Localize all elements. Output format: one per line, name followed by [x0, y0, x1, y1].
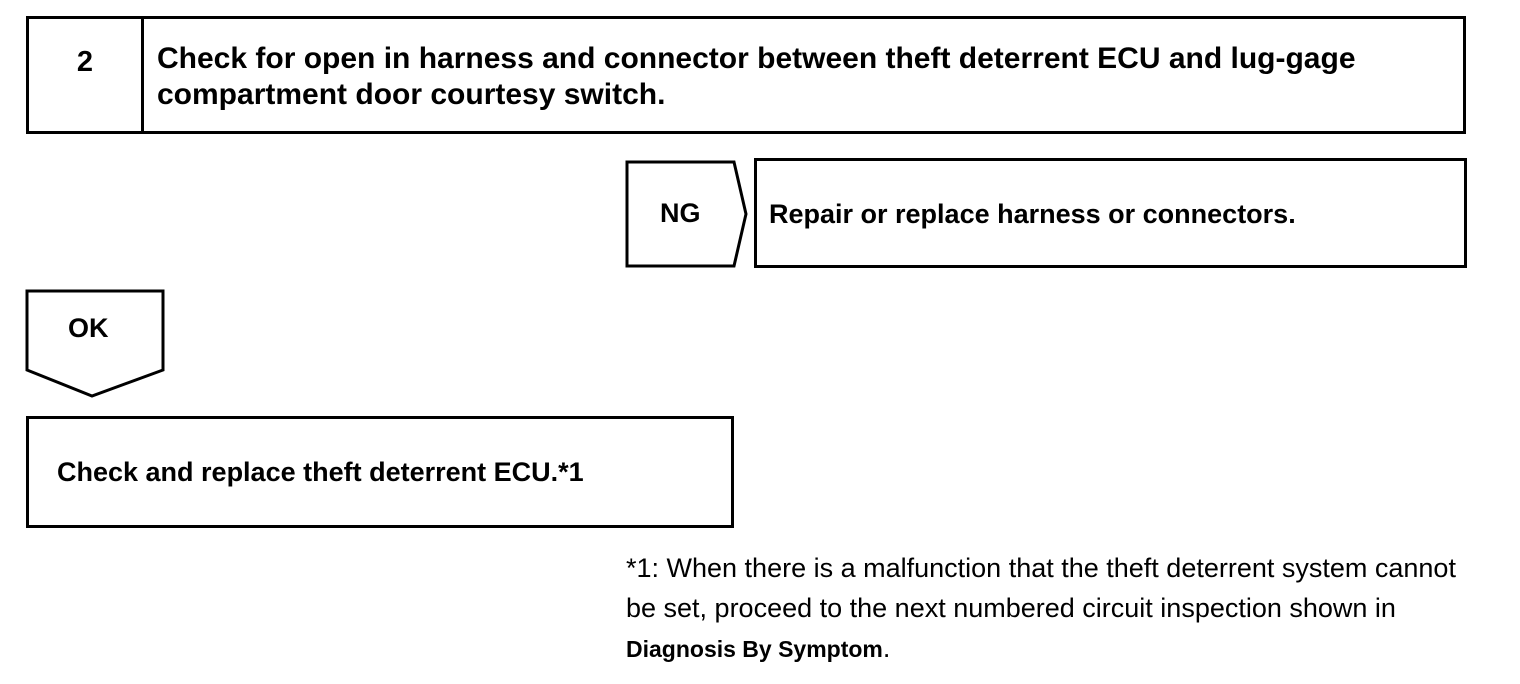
ng-arrow-shape — [625, 160, 748, 268]
ng-action-box: Repair or replace harness or connectors. — [754, 158, 1467, 268]
ok-label: OK — [68, 313, 109, 343]
footnote-end: . — [882, 633, 891, 663]
footnote-link[interactable]: Diagnosis By Symptom — [626, 636, 883, 662]
ok-action-text: Check and replace theft deterrent ECU.*1 — [57, 457, 584, 487]
ok-action-box: Check and replace theft deterrent ECU.*1 — [26, 416, 734, 528]
step-title: Check for open in harness and connector … — [157, 42, 1356, 111]
footnote-text: *1: When there is a malfunction that the… — [626, 553, 1456, 623]
step-box: 2 Check for open in harness and connecto… — [26, 16, 1466, 134]
step-number: 2 — [29, 19, 144, 131]
ok-arrow-shape — [25, 289, 165, 398]
ng-label: NG — [660, 198, 701, 228]
ng-action-text: Repair or replace harness or connectors. — [769, 199, 1296, 229]
footnote: *1: When there is a malfunction that the… — [626, 548, 1486, 669]
